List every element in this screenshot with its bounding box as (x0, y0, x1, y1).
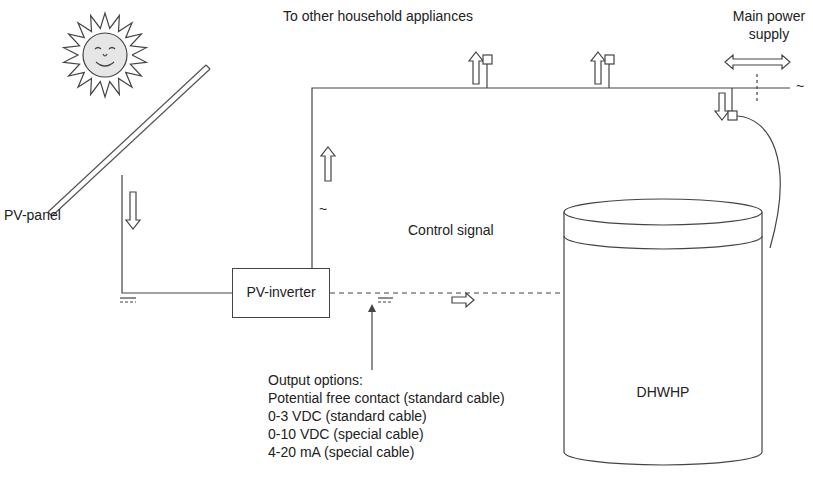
note-label: Output options: (268, 372, 363, 390)
sun-rays (64, 13, 147, 97)
option-label: 0-3 VDC (standard cable) (268, 408, 427, 426)
leader-line (371, 309, 372, 370)
sun-smile (96, 62, 114, 66)
ac-symbol: ~ (796, 78, 804, 96)
node-text: DHWHP (563, 384, 763, 402)
sun-nose (103, 54, 107, 56)
part-label: PV-panel (4, 207, 61, 225)
signal-connector (330, 292, 563, 293)
edge-label: Control signal (408, 222, 494, 240)
pv-panel-outline (48, 65, 206, 212)
dc-wire (122, 175, 232, 293)
sun-eyes (95, 48, 115, 50)
option-label: 0-10 VDC (special cable) (268, 426, 424, 444)
sun-face (83, 33, 127, 77)
sun-illustration (64, 13, 147, 97)
tap-box (483, 55, 737, 120)
storage-tank: DHWHP (563, 198, 763, 466)
pv-panel-outline (206, 65, 210, 69)
inverter-box: PV-inverter (232, 268, 330, 318)
ac-symbol: ~ (319, 201, 327, 219)
leader-arrowhead (368, 304, 376, 312)
node-text: PV-inverter (246, 284, 315, 302)
grid-boundary (756, 74, 757, 102)
cylinder-outline (563, 198, 763, 466)
note-label: To other household appliances (283, 8, 473, 26)
note-label: Main power supply (730, 8, 808, 43)
option-label: 4-20 mA (special cable) (268, 444, 414, 462)
option-label: Potential free contact (standard cable) (268, 390, 505, 408)
